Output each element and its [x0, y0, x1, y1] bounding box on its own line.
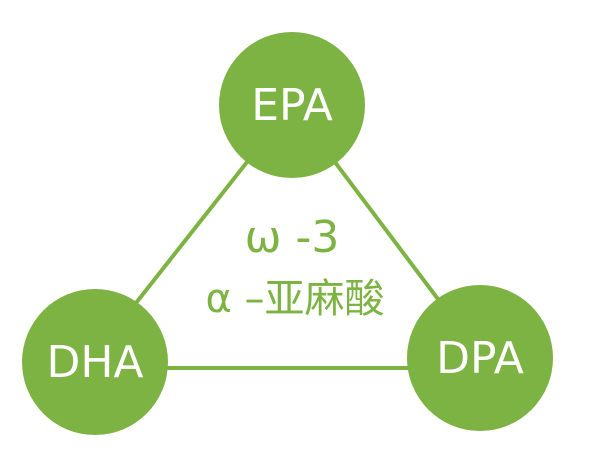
- node-epa-label: EPA: [251, 80, 333, 131]
- node-dpa: DPA: [407, 285, 553, 431]
- node-dpa-circle: [407, 285, 553, 431]
- node-dha: DHA: [22, 289, 168, 435]
- node-dha-circle: [22, 289, 168, 435]
- node-epa-circle: [219, 32, 365, 178]
- node-dha-label: DHA: [46, 337, 143, 388]
- node-dpa-label: DPA: [436, 333, 524, 384]
- node-epa: EPA: [219, 32, 365, 178]
- center-text-alpha-linolenic: α –亚麻酸: [205, 276, 384, 322]
- center-text-omega: ω -3: [245, 212, 340, 263]
